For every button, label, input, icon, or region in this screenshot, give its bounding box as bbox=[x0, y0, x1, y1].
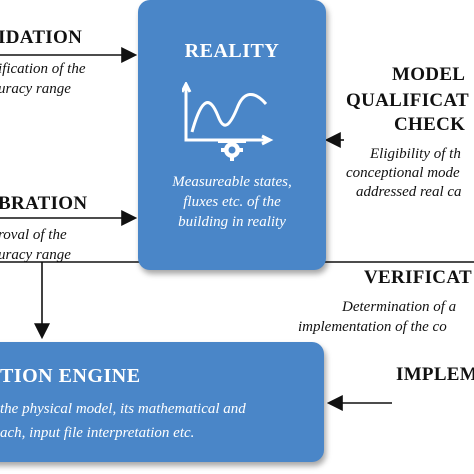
reality-box: REALITY Measureable states, fluxes etc. … bbox=[138, 0, 326, 270]
engine-line-2: ach, input file interpretation etc. bbox=[0, 425, 195, 441]
model-check-line-1: Eligibility of th bbox=[370, 146, 461, 162]
reality-line-1: Measureable states, bbox=[172, 174, 292, 190]
validation-heading: IDATION bbox=[0, 27, 83, 48]
model-check-heading-2: QUALIFICAT bbox=[346, 90, 469, 111]
calibration-heading: BRATION bbox=[0, 193, 88, 214]
model-check-heading-3: CHECK bbox=[394, 114, 466, 135]
engine-box: TION ENGINE the physical model, its math… bbox=[0, 342, 324, 462]
verification-heading: VERIFICAT bbox=[364, 267, 472, 288]
engine-title: TION ENGINE bbox=[0, 365, 141, 387]
verification-line-2: implementation of the co bbox=[298, 319, 447, 335]
model-check-line-2: conceptional mode bbox=[346, 165, 460, 181]
engine-line-1: the physical model, its mathematical and bbox=[0, 401, 246, 417]
reality-line-3: building in reality bbox=[178, 214, 286, 230]
calibration-line-1: roval of the bbox=[0, 227, 67, 243]
validation-line-2: uracy range bbox=[0, 81, 71, 97]
model-check-line-3: addressed real ca bbox=[356, 184, 462, 200]
calibration-line-2: uracy range bbox=[0, 247, 71, 263]
implementation-heading: IMPLEM bbox=[396, 364, 474, 385]
reality-title: REALITY bbox=[184, 40, 280, 62]
chart-icon bbox=[182, 82, 274, 146]
reality-line-2: fluxes etc. of the bbox=[183, 194, 281, 210]
validation-line-1: ification of the bbox=[0, 61, 86, 77]
model-check-heading-1: MODEL bbox=[392, 64, 466, 85]
gear-icon bbox=[218, 139, 246, 161]
verification-line-1: Determination of a bbox=[342, 299, 457, 315]
